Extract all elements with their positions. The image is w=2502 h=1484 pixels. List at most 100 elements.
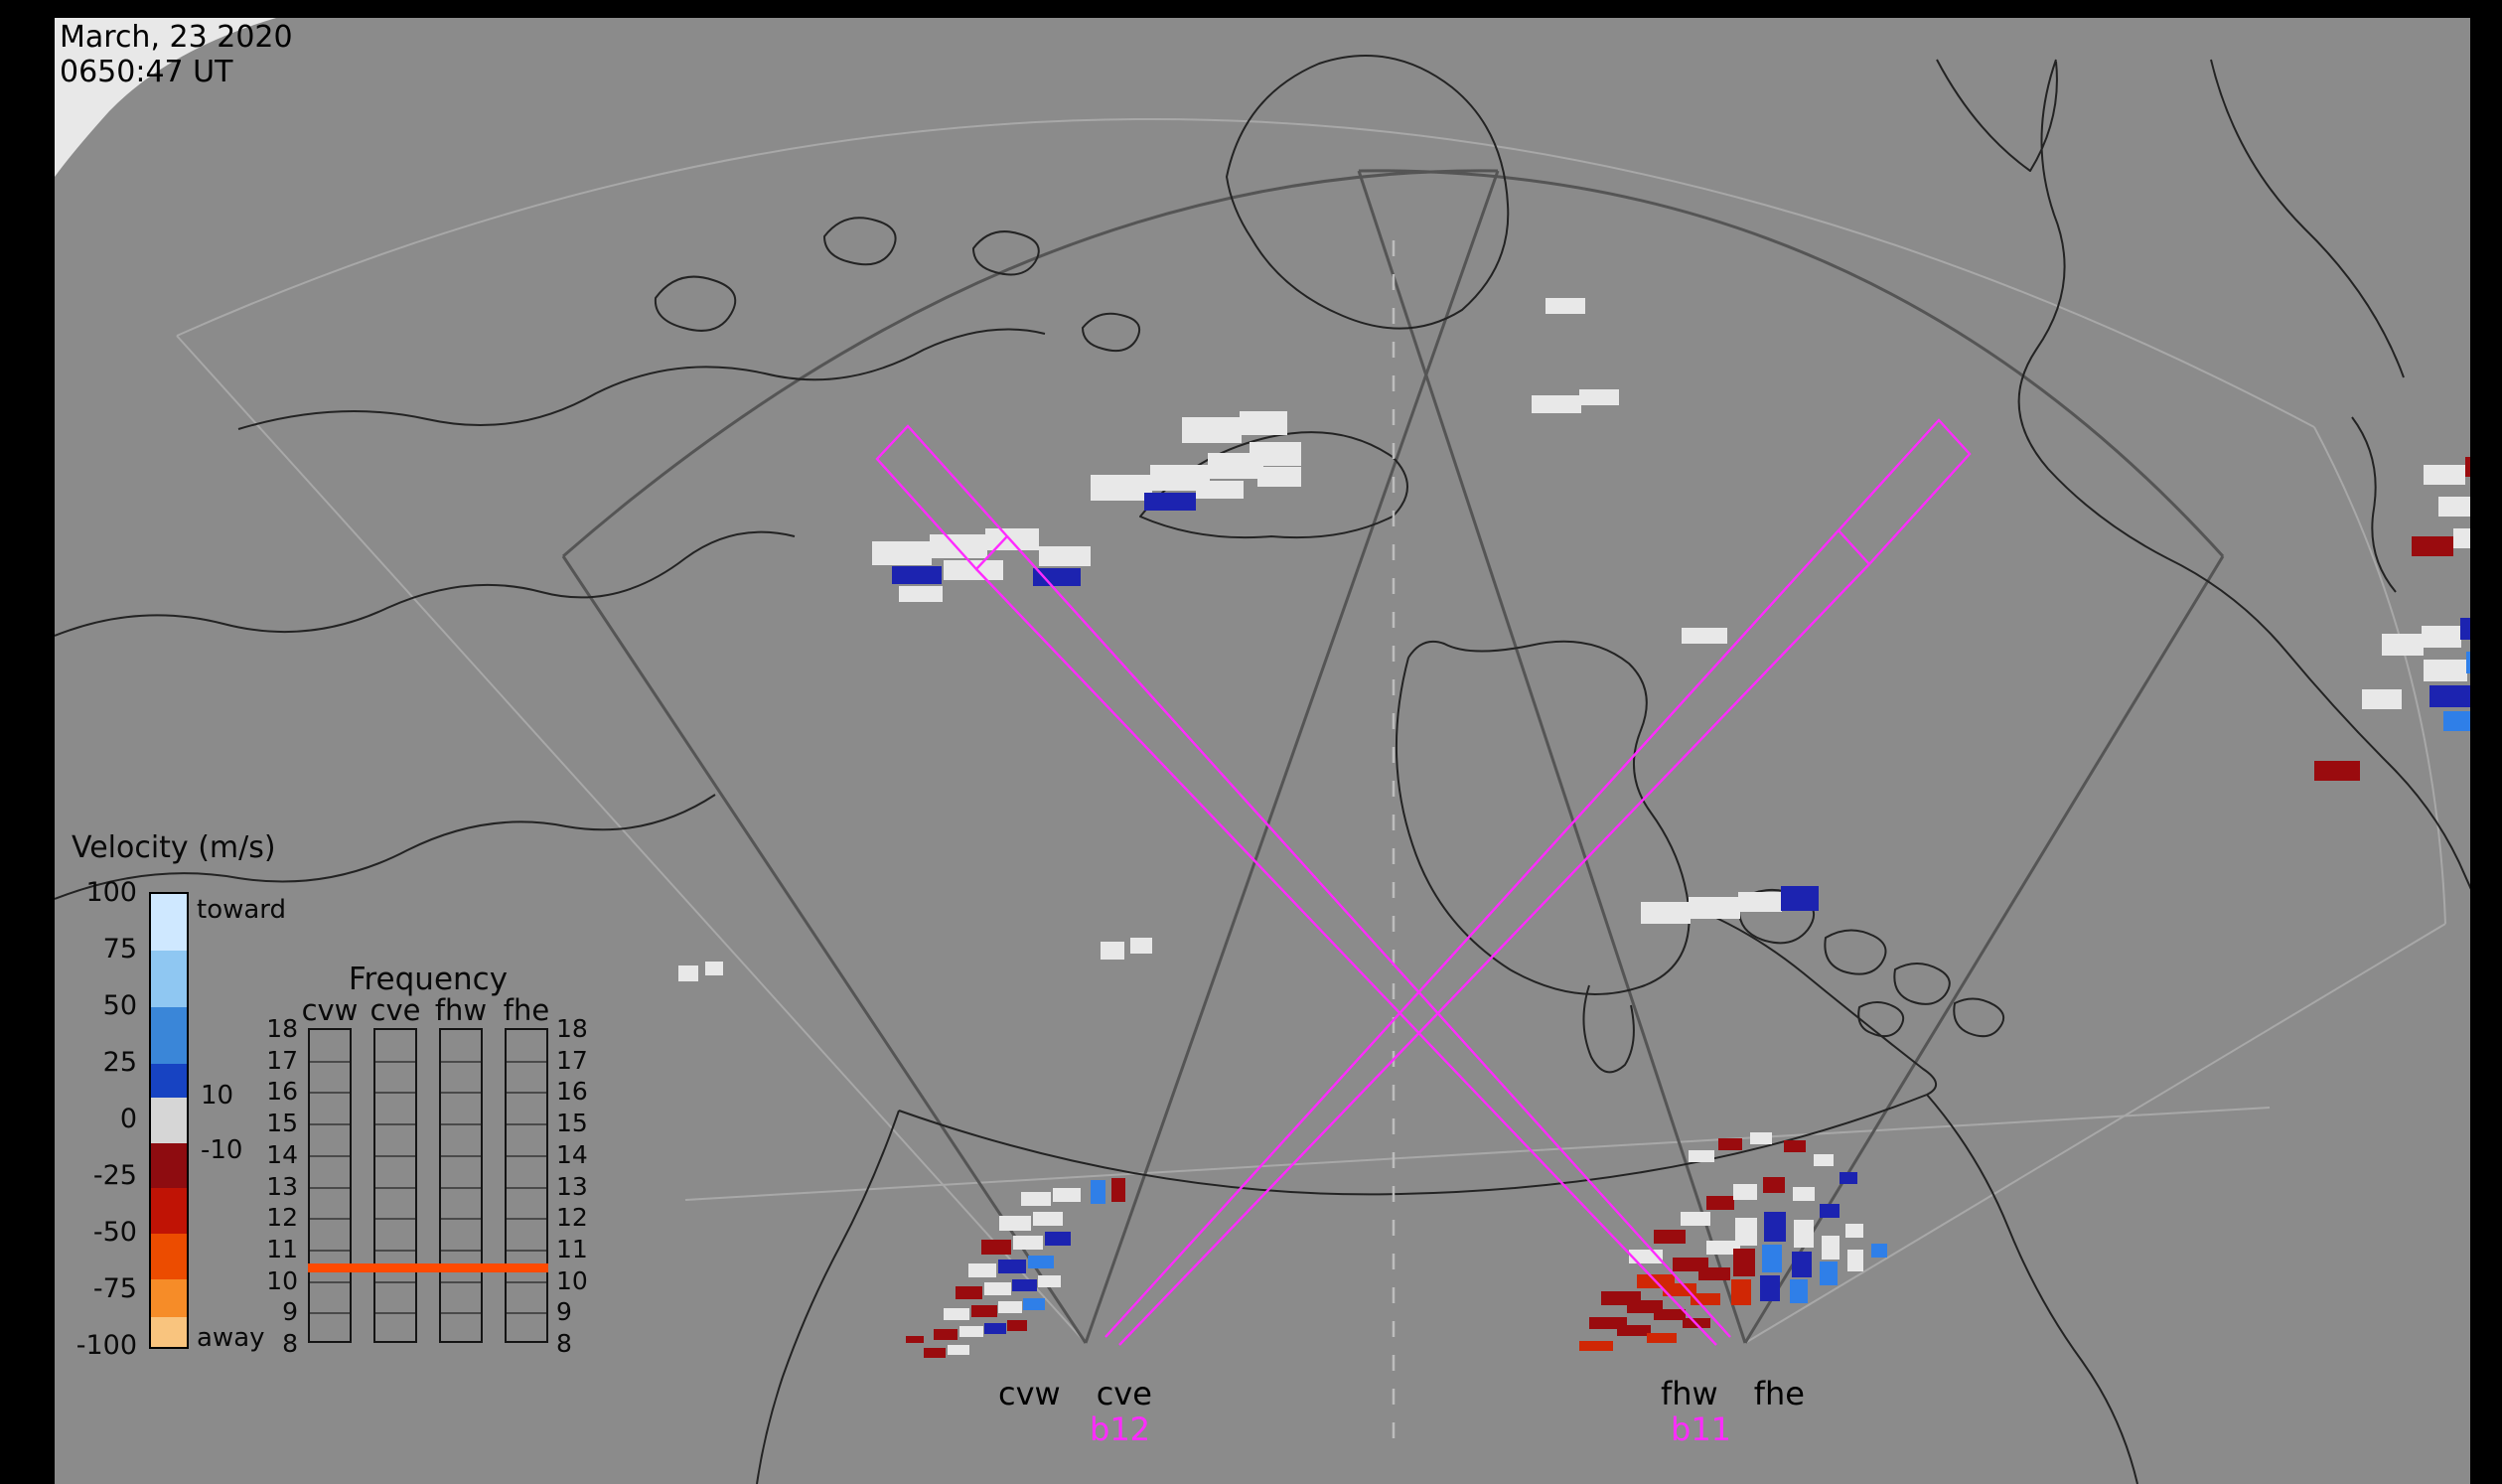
freq-row-line [441,1280,481,1283]
velocity-tick-label: 0 [119,1104,137,1134]
coastline-south-border [898,1094,1928,1196]
echo-cell [1654,1230,1686,1244]
colorbar-segment [151,1188,187,1234]
colorbar-segment [151,894,187,951]
freq-scale-right: 10 [556,1265,588,1295]
site-label-fhe: fhe [1753,1375,1805,1412]
echo-cell [956,1286,982,1299]
freq-column-fhw [439,1028,483,1343]
freq-row-line [310,1186,350,1189]
freq-row-line [507,1060,546,1063]
velocity-tick-label: -75 [92,1273,137,1304]
echo-cell [2438,497,2470,517]
freq-scale-right: 13 [556,1171,588,1201]
colorbar-segment [151,1278,187,1318]
echo-cell [1012,1279,1037,1291]
echo-cell [1023,1298,1045,1310]
freq-scale-right: 16 [556,1077,588,1107]
echo-cell [984,1282,1011,1295]
freq-row-line [310,1060,350,1063]
freq-row-line [441,1092,481,1095]
great-lake-4 [1953,997,2005,1038]
freq-scale-left: 15 [266,1109,298,1138]
coastline-stlawrence [1688,905,1937,1096]
coastline-arctic-left [237,328,1046,430]
echo-cell [1682,628,1727,644]
freq-scale-left: 10 [266,1265,298,1295]
freq-scale-left: 18 [266,1014,298,1043]
freq-scale-right: 18 [556,1014,588,1043]
freq-row-line [375,1060,415,1063]
freq-row-line [375,1218,415,1221]
freq-column-header-cvw: cvw [301,993,359,1027]
cv-fan-right [1084,170,1500,1344]
colorbar-segment [151,1142,187,1189]
beam-outlines [875,418,1972,1346]
coastlines [55,55,2470,1484]
cv-fan-arc [562,169,1499,558]
coastline-peninsula [2351,416,2397,593]
echo-cell [1733,1249,1755,1276]
echo-cell [1790,1279,1808,1303]
echo-cell [2443,711,2470,731]
freq-scale-right: 12 [556,1203,588,1233]
fh-fan-left [1357,170,1747,1344]
echo-cell [892,566,942,584]
echo-cell [1681,1212,1710,1226]
echo-cell [1091,475,1152,501]
velocity-tick-label: 25 [102,1047,137,1078]
echo-cell [971,1305,997,1317]
echo-cell [1794,1220,1814,1248]
echo-cell [1045,1232,1071,1246]
beam-gate-b11 [875,424,1009,571]
beam-edge-b12 [1118,563,1870,1346]
freq-active-band [308,1262,548,1272]
echo-cell [1763,1177,1785,1193]
fov-light-bottom-line [684,1107,2271,1201]
fov-light-right-arc [2313,426,2446,925]
site-label-fh: fhw fhe [1661,1375,1805,1412]
echo-cell [944,1308,969,1320]
echo-cell [2429,685,2470,707]
freq-row-line [507,1123,546,1126]
beam-label-b11: b11 [1671,1410,1732,1448]
echo-cell [944,560,1003,580]
echo-cell [1545,298,1585,314]
echo-cell [1793,1187,1815,1201]
echo-cell [1698,1267,1730,1280]
beam-edge-b12 [1104,529,1840,1338]
freq-row-line [375,1186,415,1189]
echo-cell [1762,1245,1782,1272]
echo-cell [1738,892,1782,912]
freq-row-line [507,1218,546,1221]
echo-cell [924,1348,946,1358]
freq-row-line [310,1123,350,1126]
great-lake-2 [1824,929,1887,975]
echo-cell [959,1326,983,1337]
coastline-greenland [1226,55,1510,330]
echo-cell [1781,886,1819,911]
echo-cell [1021,1192,1051,1206]
echo-cell [1718,1138,1742,1150]
freq-row-line [375,1312,415,1315]
echo-cells [678,298,2470,1358]
freq-row-line [441,1154,481,1157]
freq-row-line [375,1154,415,1157]
echo-cell [1028,1256,1054,1268]
toward-label: toward [197,895,287,925]
great-lake-1 [1738,889,1816,945]
freq-column-cvw [308,1028,352,1343]
velocity-inner-tick: -10 [201,1134,243,1165]
freq-row-line [375,1249,415,1252]
echo-cell [1764,1212,1786,1242]
echo-cell [1182,417,1242,443]
echo-cell [1007,1320,1027,1331]
freq-column-header-fhe: fhe [503,993,550,1027]
freq-row-line [310,1312,350,1315]
freq-row-line [507,1249,546,1252]
echo-cell [1196,481,1244,499]
freq-row-line [507,1280,546,1283]
echo-cell [1820,1204,1840,1218]
echo-cell [705,962,723,975]
echo-cell [999,1216,1031,1231]
